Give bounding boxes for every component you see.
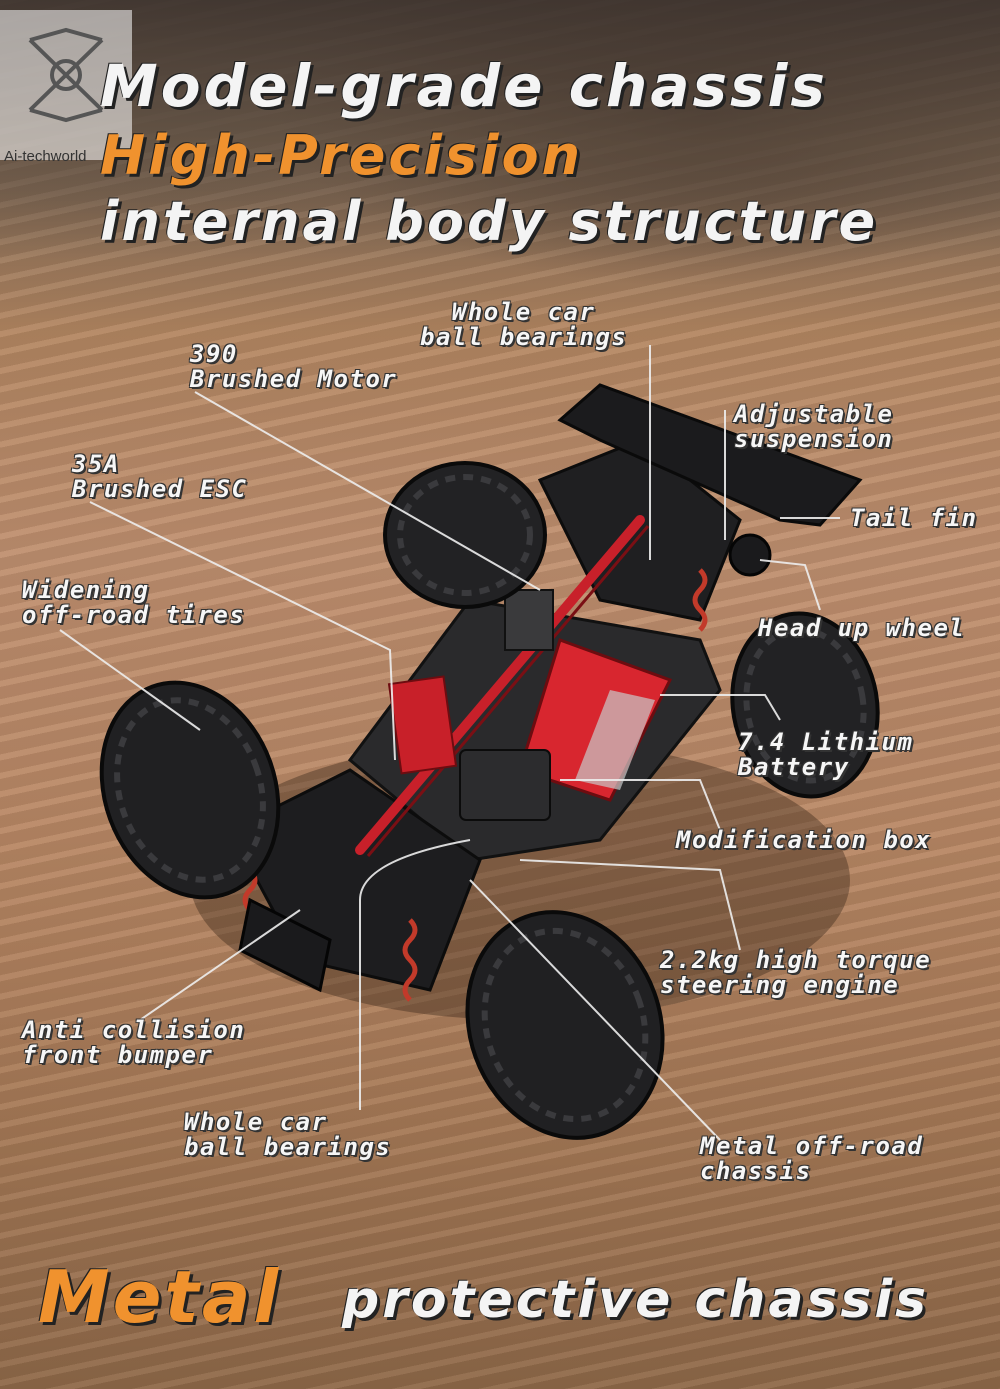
front-right-tire [465, 910, 665, 1140]
callout-motor: 390 Brushed Motor [190, 340, 398, 393]
circuit-logo-icon [28, 27, 104, 123]
esc-unit [387, 675, 458, 775]
callout-head-up-wheel: Head up wheel [758, 614, 966, 642]
callout-tires: Widening off-road tires [22, 576, 246, 629]
callout-tail-fin: Tail fin [850, 504, 978, 532]
callout-suspension: Adjustable suspension [734, 400, 894, 453]
callout-whole-car-top: Whole car ball bearings [420, 298, 628, 351]
callout-steering: 2.2kg high torque steering engine [660, 946, 932, 999]
headline-line2: High-Precision [100, 124, 584, 187]
mod-box [459, 749, 551, 821]
callout-battery: 7.4 Lithium Battery [738, 728, 914, 781]
battery-label [575, 690, 655, 790]
driftwood-background [0, 0, 1000, 260]
headline-line1: Model-grade chassis [100, 52, 828, 120]
footer-accent: Metal [38, 1255, 282, 1339]
logo-text: Ai-techworld [4, 148, 87, 165]
leader-lines [59, 345, 840, 1141]
rear-right-tire [730, 611, 880, 799]
battery-pack [518, 638, 673, 802]
headline-line3: internal body structure [100, 190, 879, 253]
front-right-shock [402, 918, 418, 1002]
callout-mod-box: Modification box [676, 826, 932, 854]
callout-esc: 35A Brushed ESC [72, 450, 248, 503]
head-up-wheel [728, 533, 772, 577]
rear-shock [692, 568, 708, 632]
footer-rest: protective chassis [342, 1270, 930, 1330]
red-spine-shade [366, 525, 650, 857]
rear-left-tire [383, 461, 547, 609]
tire-treads [114, 474, 867, 1123]
rear-wing [557, 383, 863, 527]
front-left-tire [99, 680, 281, 900]
callout-bumper: Anti collision front bumper [22, 1016, 246, 1069]
red-spine [355, 515, 645, 855]
brand-logo: Ai-techworld [0, 10, 132, 165]
motor [504, 589, 554, 651]
callout-whole-car-bottom: Whole car ball bearings [184, 1108, 392, 1161]
front-bumper [238, 897, 332, 993]
callout-chassis: Metal off-road chassis [700, 1132, 924, 1185]
